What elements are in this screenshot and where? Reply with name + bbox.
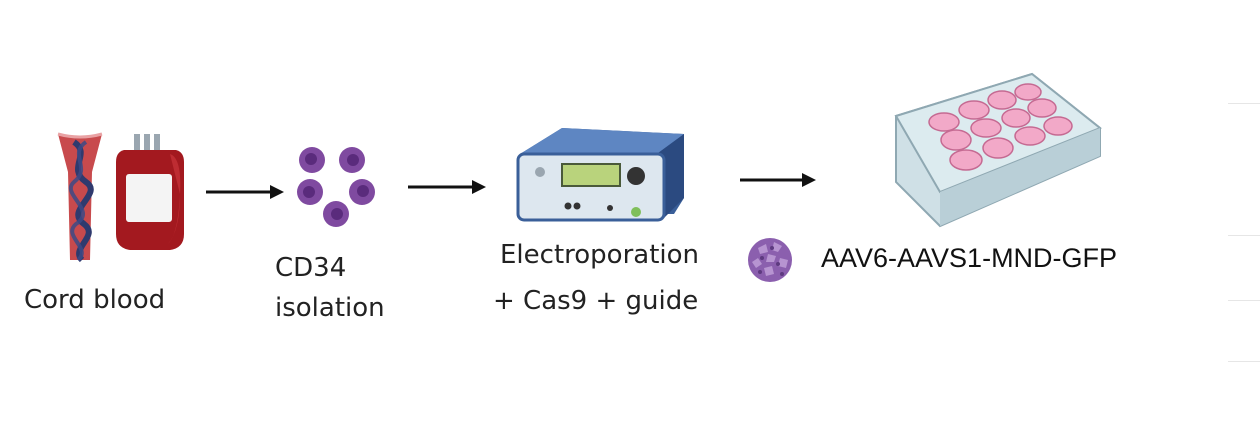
- edge-line-1: [1228, 103, 1260, 104]
- well-plate-icon: [894, 72, 1102, 228]
- edge-line-4: [1228, 361, 1260, 362]
- aav-label: AAV6-AAVS1-MND-GFP: [821, 243, 1118, 273]
- arrow-3: [740, 173, 816, 187]
- edge-line-2: [1228, 235, 1260, 236]
- electroporation-label-line2: + Cas9 + guide: [493, 286, 699, 316]
- arrow-2: [408, 180, 486, 194]
- electroporation-label-line1: Electroporation: [500, 240, 699, 270]
- arrow-1: [206, 185, 284, 199]
- cd34-label-line2: isolation: [275, 293, 385, 323]
- blood-bag-icon: [116, 134, 184, 250]
- cord-blood-vessel-icon: [57, 132, 103, 263]
- cd34-cells-icon: [297, 147, 375, 227]
- cord-blood-label: Cord blood: [24, 285, 166, 315]
- edge-line-3: [1228, 300, 1260, 301]
- cd34-label-line1: CD34: [275, 253, 347, 283]
- electroporator-icon: [516, 128, 684, 222]
- aav-virus-icon: [748, 238, 792, 282]
